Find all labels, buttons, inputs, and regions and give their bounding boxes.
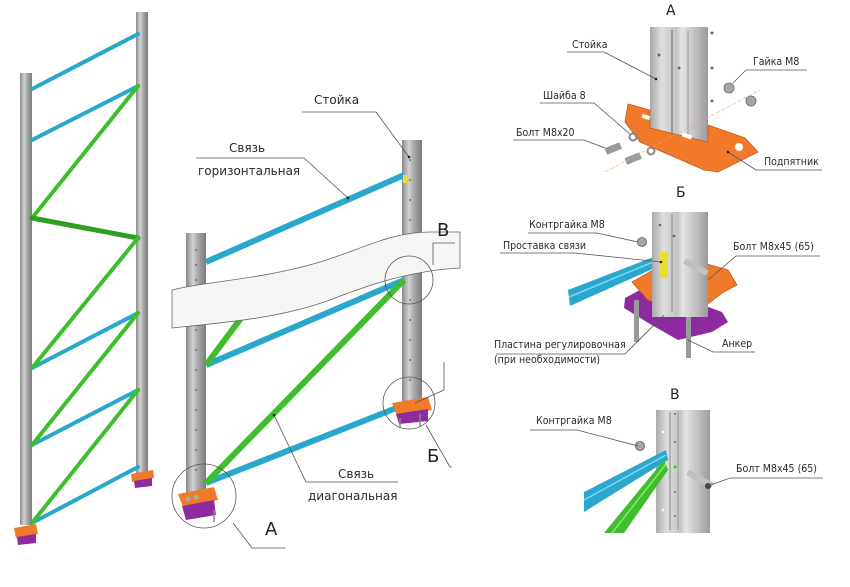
full-frame-view (14, 12, 154, 545)
main-horizontal-brace-mid (204, 277, 406, 368)
horizontal-braces (30, 32, 140, 525)
detail-a-base-plate (624, 103, 759, 173)
detail-b-label-lock-nut: Контргайка М8 (529, 219, 605, 231)
label-diagonal-brace-2: диагональная (308, 489, 397, 503)
detail-b-label-shim-1: Пластина регулировочная (494, 339, 626, 351)
break-band (171, 231, 461, 329)
detail-v-diagonal-brace (604, 460, 668, 533)
detail-a-title: А (666, 3, 676, 19)
detail-b-label-bolt: Болт М8х45 (65) (733, 241, 814, 253)
label-horizontal-brace-1: Связь (229, 141, 265, 155)
detail-b-label-spacer: Проставка связи (503, 240, 586, 252)
detail-a-label-upright: Стойка (572, 39, 608, 51)
left-foot (14, 524, 38, 545)
label-upright: Стойка (314, 93, 359, 107)
callout-circle-a (171, 463, 237, 529)
detail-v-title: В (670, 387, 680, 403)
main-diagonal-brace-lower (203, 277, 407, 486)
callout-letter-v: В (437, 220, 449, 241)
callout-circle-b (382, 376, 436, 430)
detail-b-label-shim-2: (при необходимости) (494, 354, 600, 366)
main-view (171, 111, 461, 549)
detail-b-label-anchor: Анкер (722, 338, 752, 350)
label-diagonal-brace-1: Связь (338, 467, 374, 481)
detail-a-label-washer: Шайба 8 (543, 90, 586, 102)
detail-a: А Стойка Гайка М8 Шайба 8 Болт М8х20 (513, 3, 822, 173)
detail-b-title: Б (676, 185, 686, 201)
main-foot-a (178, 487, 218, 522)
main-horizontal-brace-top (204, 172, 406, 265)
callout-letter-a: А (265, 519, 278, 540)
right-upright (136, 12, 148, 477)
callout-letter-b: Б (427, 446, 439, 467)
detail-v-label-bolt: Болт М8х45 (65) (736, 463, 817, 475)
detail-a-label-nut: Гайка М8 (753, 56, 799, 68)
detail-a-label-bolt: Болт М8х20 (516, 127, 575, 139)
main-horizontal-brace-bottom (204, 402, 406, 486)
detail-b-spacer (660, 252, 668, 278)
detail-a-label-base-plate: Подпятник (764, 156, 819, 168)
label-horizontal-brace-2: горизонтальная (198, 164, 300, 178)
main-left-upright (186, 233, 206, 498)
diagonal-braces (29, 84, 141, 525)
main-foot-b (392, 397, 432, 428)
detail-v-label-lock-nut: Контргайка М8 (536, 415, 612, 427)
right-foot (131, 470, 154, 488)
left-upright (20, 73, 32, 525)
detail-v: В Контргайка М8 Болт М8х45 (65) (530, 387, 823, 534)
detail-b: Б Контргайка М8 Проставка связи Болт М8х… (494, 185, 820, 366)
callout-circle-v (384, 255, 434, 305)
